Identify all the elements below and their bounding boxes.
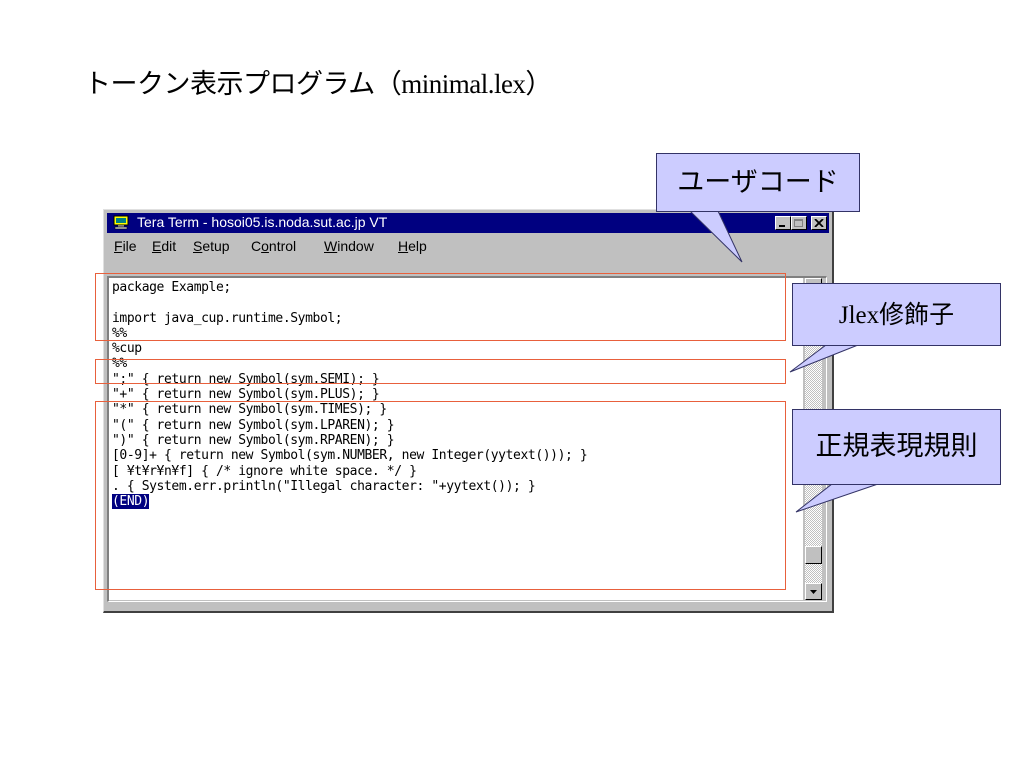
menu-control-mnemonic: o (261, 238, 269, 254)
maximize-icon (794, 219, 803, 227)
code-line: package Example; (112, 280, 231, 295)
code-line: %% (112, 356, 127, 372)
menu-control[interactable]: Control (251, 238, 296, 254)
minimize-icon (779, 225, 785, 227)
code-line: [ ¥t¥r¥n¥f] { /* ignore white space. */ … (112, 463, 417, 479)
code-line: %cup (112, 341, 142, 357)
teraterm-window: Tera Term - hosoi05.is.noda.sut.ac.jp VT… (103, 209, 834, 613)
code-line: import java_cup.runtime.Symbol; (112, 310, 343, 326)
code-line: "*" { return new Symbol(sym.TIMES); } (112, 402, 387, 418)
code-line: [0-9]+ { return new Symbol(sym.NUMBER, n… (112, 448, 588, 464)
code-line: . { System.err.println("Illegal characte… (112, 478, 536, 494)
window-titlebar[interactable]: Tera Term - hosoi05.is.noda.sut.ac.jp VT (107, 213, 829, 233)
menu-file[interactable]: File (114, 238, 137, 254)
menu-bar: File Edit Setup Control Window Help (107, 235, 829, 257)
terminal-text: package Example; import java_cup.runtime… (112, 280, 588, 510)
regex-callout-pointer (795, 483, 879, 513)
slide-title-filename: （minimal.lex） (374, 69, 553, 99)
menu-edit[interactable]: Edit (152, 238, 176, 254)
code-line: %% (112, 325, 127, 341)
menu-help-mnemonic: H (398, 238, 409, 254)
user-code-highlight (95, 273, 786, 341)
scroll-thumb[interactable] (805, 546, 822, 564)
maximize-button[interactable] (791, 216, 807, 230)
code-line: "+" { return new Symbol(sym.PLUS); } (112, 387, 380, 403)
menu-help-rest: elp (408, 238, 427, 254)
menu-control-pre: C (251, 238, 262, 254)
menu-control-rest: ntrol (268, 238, 297, 254)
menu-help[interactable]: Help (398, 238, 427, 254)
menu-window[interactable]: Window (324, 238, 374, 254)
modifier-callout-prefix: Jlex (838, 302, 880, 329)
modifier-highlight (95, 359, 786, 384)
arrow-down-icon (810, 590, 817, 594)
code-line: "(" { return new Symbol(sym.LPAREN); } (112, 417, 395, 433)
modifier-callout-suffix: 修飾子 (879, 300, 955, 329)
close-button[interactable] (811, 216, 827, 230)
scroll-down-button[interactable] (805, 583, 822, 600)
code-line: ")" { return new Symbol(sym.RPAREN); } (112, 432, 395, 448)
menu-edit-rest: dit (161, 238, 177, 254)
modifier-callout: Jlex修飾子 (792, 283, 1001, 346)
user-code-callout: ユーザコード (656, 153, 860, 212)
terminal-area[interactable] (109, 278, 803, 600)
menu-window-rest: indow (337, 238, 374, 254)
slide-title-text: トークン表示プログラム (84, 69, 375, 100)
regex-rules-highlight (95, 401, 786, 590)
menu-file-mnemonic: F (114, 238, 123, 254)
user-code-callout-pointer (688, 210, 743, 263)
menu-window-mnemonic: W (324, 238, 338, 254)
menu-setup-mnemonic: S (193, 238, 203, 254)
regex-rules-callout: 正規表現規則 (792, 409, 1001, 485)
menu-setup[interactable]: Setup (193, 238, 230, 254)
end-marker: (END) (112, 494, 150, 510)
minimize-button[interactable] (775, 216, 791, 230)
menu-setup-rest: etup (202, 238, 230, 254)
menu-edit-mnemonic: E (152, 238, 162, 254)
window-title: Tera Term - hosoi05.is.noda.sut.ac.jp VT (137, 214, 388, 230)
teraterm-app-icon[interactable] (113, 215, 129, 230)
menu-file-rest: ile (122, 238, 137, 254)
slide-title: トークン表示プログラム（minimal.lex） (84, 62, 552, 101)
modifier-callout-pointer (789, 344, 859, 373)
close-icon (814, 219, 824, 227)
